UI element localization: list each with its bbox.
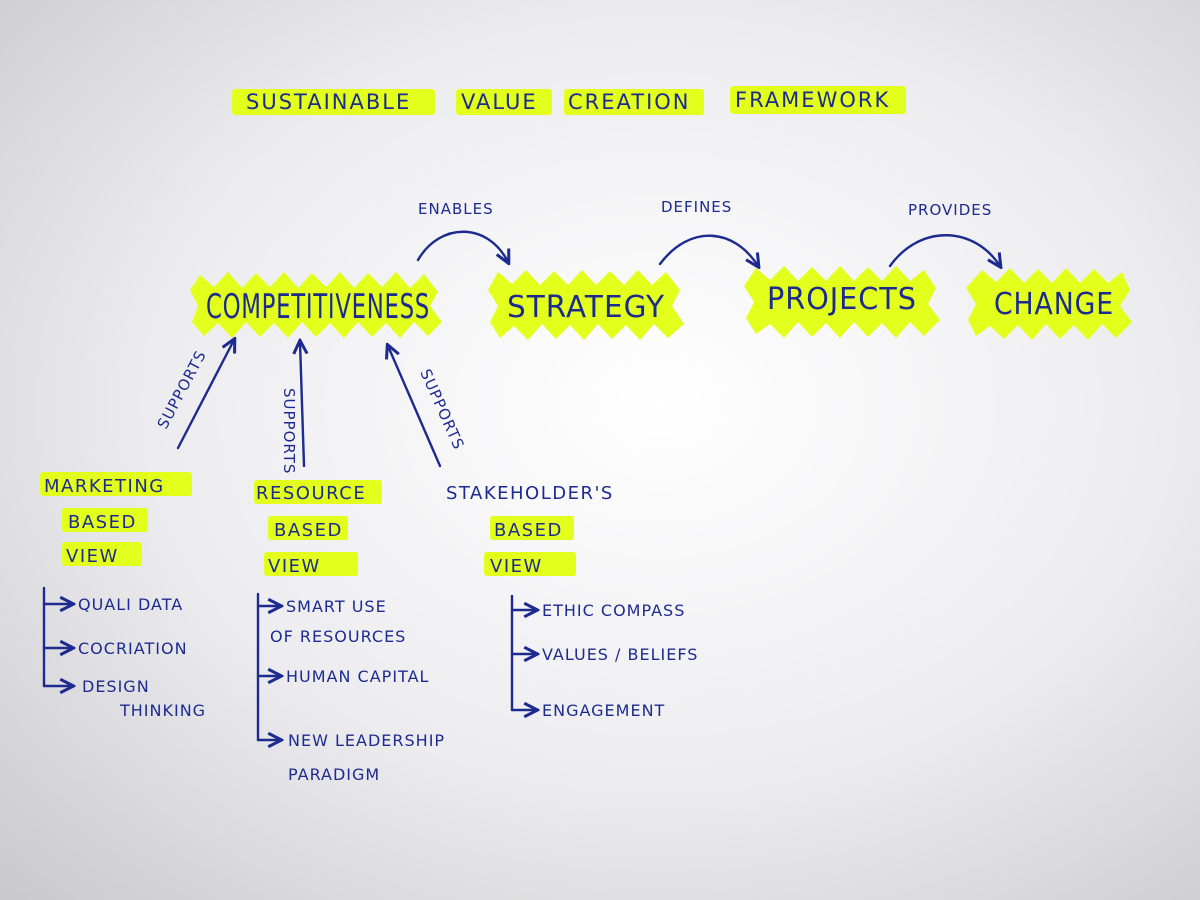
view-highlight — [484, 552, 576, 576]
view-resource: RESOURCE BASED VIEW SMART USE OF RESOURC… — [254, 480, 445, 784]
node-change: CHANGE — [966, 268, 1132, 340]
edge-label: ENABLES — [418, 200, 494, 218]
title-word: CREATION — [568, 90, 691, 114]
node-label: CHANGE — [994, 287, 1114, 322]
edge-supports-resource: SUPPORTS — [280, 342, 304, 474]
view-title: BASED — [494, 520, 563, 541]
view-title: BASED — [68, 512, 137, 533]
edge-supports-marketing: SUPPORTS — [154, 340, 234, 450]
view-item: NEW LEADERSHIP — [288, 731, 445, 750]
view-title: VIEW — [66, 546, 119, 567]
straight-arrow — [300, 342, 304, 468]
title-word: SUSTAINABLE — [246, 90, 411, 114]
straight-arrow — [388, 346, 442, 468]
view-item: OF RESOURCES — [270, 627, 406, 646]
node-projects: PROJECTS — [744, 266, 940, 338]
title-word: VALUE — [461, 90, 538, 114]
title-highlight — [232, 89, 435, 115]
view-item: THINKING — [119, 701, 206, 720]
view-item: PARADIGM — [288, 765, 380, 784]
view-highlight — [62, 508, 148, 532]
view-marketing: MARKETING BASED VIEW QUALI DATA COCRIATI… — [40, 472, 206, 720]
view-item: ENGAGEMENT — [542, 701, 665, 720]
view-stakeholder: STAKEHOLDER'S BASED VIEW ETHIC COMPASS V… — [446, 483, 698, 720]
view-item: COCRIATION — [78, 639, 188, 658]
node-strategy: STRATEGY — [488, 270, 684, 340]
view-title: VIEW — [490, 556, 543, 577]
view-item: DESIGN — [82, 677, 150, 696]
edge-supports-stakeholder: SUPPORTS — [388, 346, 468, 468]
node-competitiveness: COMPETITIVENESS — [190, 272, 442, 338]
view-title: VIEW — [268, 556, 321, 577]
edge-defines: DEFINES — [658, 198, 758, 266]
view-title: RESOURCE — [256, 483, 366, 504]
view-highlight — [40, 472, 192, 496]
view-item: HUMAN CAPITAL — [286, 667, 429, 686]
view-title: MARKETING — [44, 476, 165, 497]
view-highlight — [268, 516, 348, 540]
node-highlight — [488, 270, 684, 340]
view-item: VALUES / BELIEFS — [542, 645, 698, 664]
node-label: COMPETITIVENESS — [206, 287, 430, 327]
title-highlight — [564, 89, 704, 115]
edge-label: PROVIDES — [908, 201, 992, 219]
view-title: STAKEHOLDER'S — [446, 483, 614, 504]
edge-label: SUPPORTS — [154, 347, 210, 432]
edge-enables: ENABLES — [416, 200, 508, 262]
view-item: ETHIC COMPASS — [542, 601, 685, 620]
view-highlight — [264, 552, 358, 576]
node-highlight — [966, 268, 1132, 340]
node-highlight — [190, 272, 442, 338]
node-label: PROJECTS — [767, 282, 917, 317]
title-highlight — [730, 86, 906, 114]
diagram-title: SUSTAINABLE VALUE CREATION FRAMEWORK — [232, 86, 906, 115]
edge-label: SUPPORTS — [280, 388, 298, 474]
curved-arrow — [416, 230, 508, 262]
edge-label: DEFINES — [661, 198, 732, 216]
view-item: SMART USE — [286, 597, 387, 616]
title-highlight — [456, 89, 552, 115]
view-item: QUALI DATA — [78, 595, 183, 614]
curved-arrow — [658, 234, 758, 266]
view-highlight — [490, 516, 574, 540]
curved-arrow — [888, 234, 1000, 266]
view-title: BASED — [274, 520, 343, 541]
view-highlight — [254, 480, 382, 504]
node-label: STRATEGY — [507, 290, 665, 325]
view-highlight — [62, 542, 142, 566]
node-highlight — [744, 266, 940, 338]
straight-arrow — [176, 340, 234, 450]
title-word: FRAMEWORK — [735, 88, 890, 112]
edge-provides: PROVIDES — [888, 201, 1000, 266]
edge-label: SUPPORTS — [416, 366, 468, 452]
